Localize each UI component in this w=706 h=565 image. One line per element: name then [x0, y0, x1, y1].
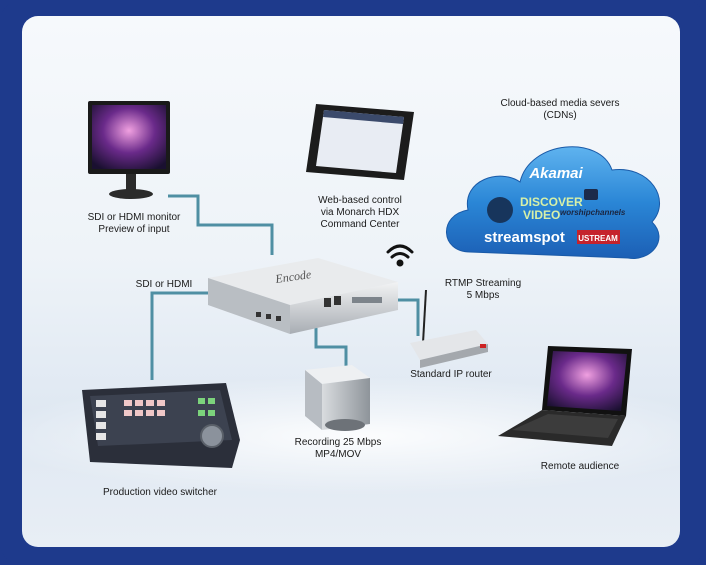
monitor-label: SDI or HDMI monitor Preview of input — [87, 212, 181, 235]
audience-label: Remote audience — [540, 461, 620, 472]
router-label: Standard IP router — [410, 369, 492, 380]
recording-label: Recording 25 Mbps MP4/MOV — [294, 437, 382, 460]
tablet-label: Web-based control via Monarch HDX Comman… — [318, 195, 402, 230]
streamspot-logo: streamspot — [484, 229, 565, 246]
video-logo: VIDEO — [523, 208, 560, 222]
switcher-device — [82, 383, 240, 468]
discover-globe-icon — [487, 197, 513, 223]
wifi-icon — [386, 244, 414, 267]
ustream-badge — [577, 230, 620, 244]
monitor-connector — [168, 194, 274, 255]
discover-logo: DISCOVER — [520, 195, 583, 209]
tablet-device — [306, 104, 414, 180]
cloud-title: Cloud-based media severs (CDNs) — [500, 98, 620, 121]
router-connector — [396, 298, 420, 336]
connection-type-label: SDI or HDMI — [135, 279, 193, 290]
streaming-label: RTMP Streaming 5 Mbps — [444, 278, 522, 301]
switcher-connector — [150, 291, 222, 380]
monitor-device — [88, 101, 170, 199]
recording-connector — [314, 328, 348, 370]
worship-icon — [584, 189, 598, 200]
worship-logo: worshipchannels — [560, 208, 626, 217]
laptop-device — [498, 346, 632, 446]
switcher-label: Production video switcher — [103, 487, 217, 498]
ustream-logo: USTREAM — [578, 234, 618, 243]
akamai-logo: Akamai — [528, 165, 583, 182]
router-device — [410, 289, 488, 368]
recording-drive — [305, 365, 370, 431]
encoder-device — [208, 258, 398, 334]
encoder-label: Encode — [273, 267, 312, 286]
